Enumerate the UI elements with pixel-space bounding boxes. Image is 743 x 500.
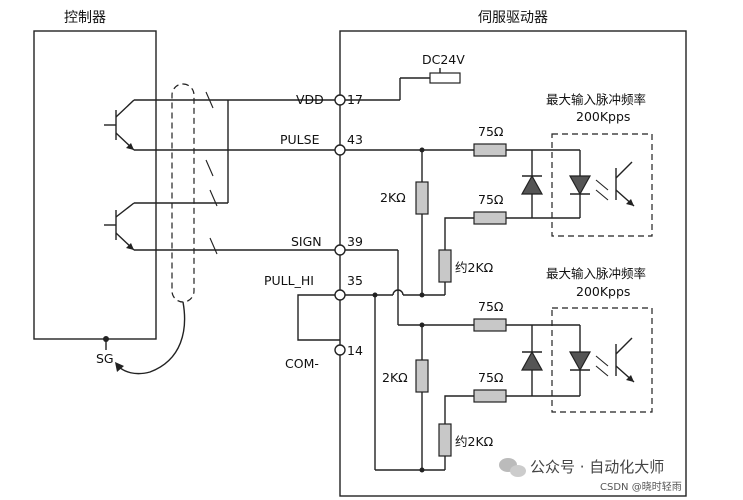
terminal-vdd xyxy=(334,94,346,106)
led-icon xyxy=(568,351,592,372)
light-arrow-icon xyxy=(595,355,609,367)
terminal-pin: 39 xyxy=(347,234,363,249)
freq-title: 最大输入脉冲频率 xyxy=(546,266,646,281)
resistor-2k-1 xyxy=(415,181,429,215)
terminal-name: PULL_HI xyxy=(264,273,314,288)
diode-icon xyxy=(520,350,544,371)
transistor-icon xyxy=(104,100,344,251)
resistor-label: 约2KΩ xyxy=(455,434,494,449)
controller-title: 控制器 xyxy=(64,10,106,26)
freq-title: 最大输入脉冲频率 xyxy=(546,92,646,107)
terminal-pin: 43 xyxy=(347,132,363,147)
diode-icon xyxy=(520,174,544,195)
controller-box xyxy=(33,30,157,340)
shield-cable xyxy=(171,83,195,303)
optocoupler-box xyxy=(551,307,653,413)
terminal-name: VDD xyxy=(296,92,324,107)
freq-value: 200Kpps xyxy=(576,284,630,299)
resistor-label: 2KΩ xyxy=(382,370,408,385)
watermark-credit: CSDN @晓时轻雨 xyxy=(600,480,682,493)
resistor-label: 2KΩ xyxy=(380,190,406,205)
resistor-label: 约2KΩ xyxy=(455,260,494,275)
optocoupler-box xyxy=(551,133,653,237)
resistor-label: 75Ω xyxy=(478,192,504,207)
transistor-icon xyxy=(104,99,344,151)
resistor-label: 75Ω xyxy=(478,124,504,139)
terminal-sign xyxy=(334,244,346,256)
resistor-label: 75Ω xyxy=(478,299,504,314)
terminal-name: PULSE xyxy=(280,132,320,147)
driver-title: 伺服驱动器 xyxy=(478,10,548,26)
power-label: DC24V xyxy=(422,52,465,67)
resistor-75-top-2 xyxy=(473,318,507,332)
terminal-com xyxy=(334,344,346,356)
arrow-icon xyxy=(115,362,124,372)
freq-value: 200Kpps xyxy=(576,109,630,124)
driver-box xyxy=(339,30,687,497)
dc24v-source xyxy=(429,72,461,84)
shield-drain-wire xyxy=(117,301,186,375)
wechat-icon xyxy=(499,458,526,477)
terminal-pin: 14 xyxy=(347,343,363,358)
resistor-75-bottom-2 xyxy=(473,389,507,403)
terminal-name: COM- xyxy=(285,356,319,371)
resistor-pull-2 xyxy=(438,423,452,457)
terminal-pull-hi xyxy=(334,289,346,301)
terminal-name: SIGN xyxy=(291,234,322,249)
resistor-pull-1 xyxy=(438,249,452,283)
resistor-75-bottom-1 xyxy=(473,211,507,225)
watermark-account: 公众号 · 自动化大师 xyxy=(530,458,664,476)
controller-ground-label: SG xyxy=(96,351,114,366)
terminal-pin: 35 xyxy=(347,273,363,288)
led-icon xyxy=(568,175,592,196)
resistor-2k-2 xyxy=(415,359,429,393)
terminal-pulse xyxy=(334,144,346,156)
light-arrow-icon xyxy=(595,179,609,191)
resistor-label: 75Ω xyxy=(478,370,504,385)
resistor-75-top-1 xyxy=(473,143,507,157)
